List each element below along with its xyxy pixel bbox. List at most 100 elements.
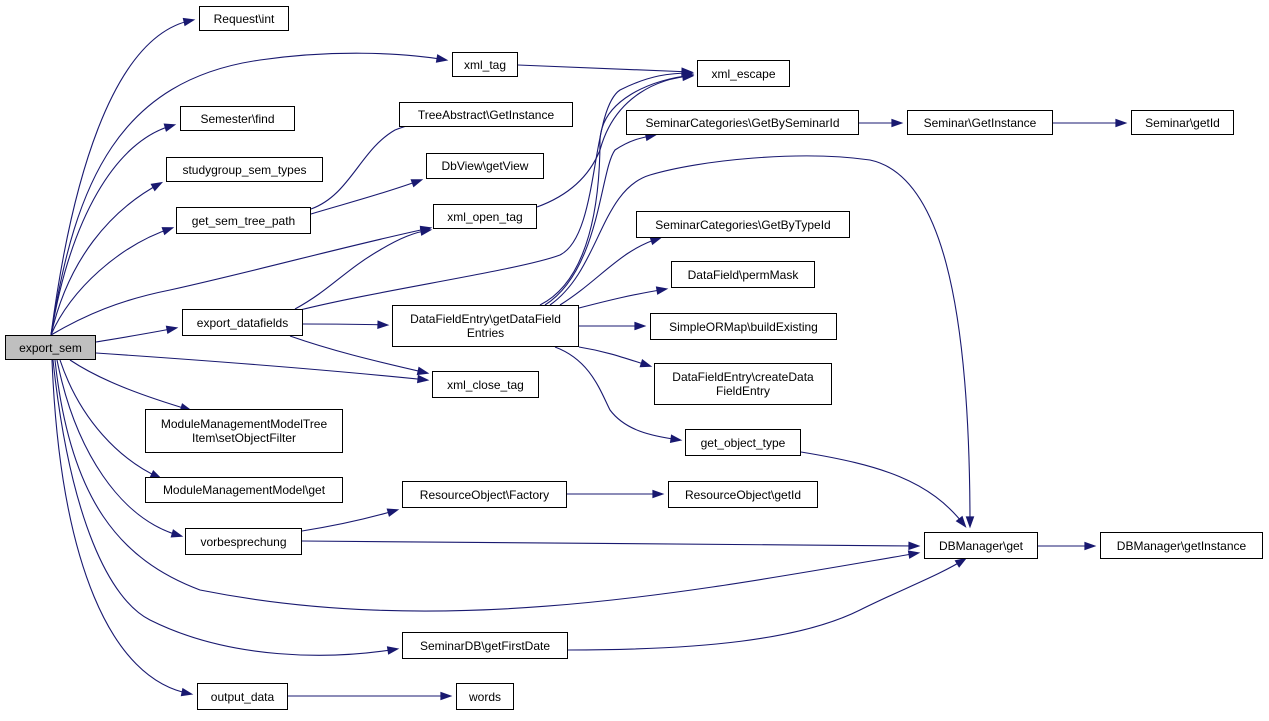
node-get-object-type[interactable]: get_object_type bbox=[685, 429, 801, 456]
edge-arrowhead bbox=[965, 516, 975, 529]
node-label: DataFieldEntry\createData bbox=[672, 370, 814, 384]
edge-vorbesprechung-to-resourceobject_factory bbox=[301, 508, 400, 532]
node-export-sem: export_sem bbox=[5, 335, 96, 360]
node-xml-escape[interactable]: xml_escape bbox=[697, 60, 790, 87]
node-module-model-get[interactable]: ModuleManagementModel\get bbox=[145, 477, 343, 503]
edge-arrowhead bbox=[182, 17, 196, 27]
edge-arrowhead bbox=[681, 72, 695, 81]
edge-arrowhead bbox=[669, 434, 683, 443]
node-dbview-getview[interactable]: DbView\getView bbox=[426, 153, 544, 179]
node-seminar-getid[interactable]: Seminar\getId bbox=[1131, 110, 1234, 135]
edge-xml_open_tag-to-xml_escape bbox=[536, 72, 695, 208]
node-studygroup-sem-types[interactable]: studygroup_sem_types bbox=[166, 157, 323, 182]
edge-resourceobject_factory-to-resourceobject_getid bbox=[567, 489, 665, 499]
edge-seminardb_getfirstdate-to-dbmanager_get bbox=[567, 557, 968, 651]
edge-arrowhead bbox=[907, 550, 921, 559]
edge-datafieldentry_getdatafieldentries-to-datafield_permmask bbox=[578, 286, 669, 309]
node-seminardb-getfirstdate[interactable]: SeminarDB\getFirstDate bbox=[402, 632, 568, 659]
node-xml-close-tag[interactable]: xml_close_tag bbox=[432, 371, 539, 398]
edge-line bbox=[549, 155, 971, 527]
node-label: Seminar\GetInstance bbox=[923, 115, 1037, 130]
edge-line bbox=[544, 134, 656, 306]
node-tree-abstract-getinstance[interactable]: TreeAbstract\GetInstance bbox=[399, 102, 573, 127]
edge-arrowhead bbox=[954, 557, 968, 568]
edge-line bbox=[517, 64, 692, 73]
node-label: FieldEntry bbox=[715, 384, 771, 398]
node-export-datafields[interactable]: export_datafields bbox=[182, 309, 303, 336]
edge-datafieldentry_getdatafieldentries-to-xml_escape bbox=[539, 72, 695, 306]
edge-arrowhead bbox=[440, 691, 453, 701]
edge-arrowhead bbox=[655, 286, 669, 295]
node-xml-tag[interactable]: xml_tag bbox=[452, 52, 518, 77]
edge-export_sem-to-module_tree_item_setobjectfilter bbox=[69, 359, 193, 412]
node-label: studygroup_sem_types bbox=[182, 162, 307, 177]
edge-export_sem-to-semester_find bbox=[50, 123, 177, 336]
edge-line bbox=[310, 179, 422, 215]
node-seminar-categories-getbytypeid[interactable]: SeminarCategories\GetByTypeId bbox=[636, 211, 850, 238]
edge-line bbox=[302, 323, 388, 326]
node-label: DBManager\get bbox=[938, 538, 1024, 553]
node-label: SimpleORMap\buildExisting bbox=[669, 319, 818, 334]
node-label: DataField\permMask bbox=[687, 267, 799, 282]
node-output-data[interactable]: output_data bbox=[197, 683, 288, 710]
node-label: xml_tag bbox=[463, 57, 507, 72]
node-label: DBManager\getInstance bbox=[1116, 538, 1247, 553]
node-label: Item\setObjectFilter bbox=[191, 431, 297, 445]
node-semester-find[interactable]: Semester\find bbox=[180, 106, 295, 131]
edge-datafieldentry_getdatafieldentries-to-get_object_type bbox=[554, 346, 683, 443]
node-label: DbView\getView bbox=[441, 159, 529, 173]
edge-line bbox=[559, 237, 661, 306]
node-seminar-categories-getbyseminarid[interactable]: SeminarCategories\GetBySeminarId bbox=[626, 110, 859, 135]
edge-line bbox=[50, 182, 162, 336]
node-simpleormap-buildexisting[interactable]: SimpleORMap\buildExisting bbox=[650, 313, 837, 340]
node-label: Request\int bbox=[213, 11, 275, 26]
node-xml-open-tag[interactable]: xml_open_tag bbox=[433, 204, 537, 229]
edge-line bbox=[578, 288, 667, 309]
edge-arrowhead bbox=[955, 515, 967, 528]
edge-line bbox=[50, 52, 447, 336]
edge-line bbox=[50, 227, 173, 336]
edge-arrowhead bbox=[180, 687, 194, 697]
edge-line bbox=[95, 352, 428, 381]
edge-export_sem-to-seminardb_getfirstdate bbox=[52, 359, 400, 656]
edge-arrowhead bbox=[410, 179, 424, 188]
edge-export_sem-to-xml_tag bbox=[50, 52, 449, 336]
node-label: Entries bbox=[466, 326, 505, 340]
edge-line bbox=[301, 509, 398, 532]
node-request-int[interactable]: Request\int bbox=[199, 6, 289, 31]
edge-dbmanager_get-to-dbmanager_getinstance bbox=[1038, 541, 1097, 551]
node-label: get_sem_tree_path bbox=[191, 213, 296, 228]
edge-datafieldentry_getdatafieldentries-to-dbmanager_get bbox=[549, 155, 975, 529]
node-dbmanager-get[interactable]: DBManager\get bbox=[924, 532, 1038, 559]
node-words[interactable]: words bbox=[456, 683, 514, 710]
edge-seminar_getinstance-to-seminar_getid bbox=[1053, 118, 1128, 128]
node-label: xml_close_tag bbox=[447, 377, 524, 392]
edge-arrowhead bbox=[1115, 118, 1128, 128]
node-resourceobject-getid[interactable]: ResourceObject\getId bbox=[668, 481, 818, 508]
node-get-sem-tree-path[interactable]: get_sem_tree_path bbox=[176, 207, 311, 234]
edge-line bbox=[51, 359, 192, 695]
edge-line bbox=[50, 124, 175, 336]
node-dbmanager-getinstance[interactable]: DBManager\getInstance bbox=[1100, 532, 1263, 559]
edge-arrowhead bbox=[649, 236, 663, 246]
edge-arrowhead bbox=[416, 366, 430, 376]
edge-datafieldentry_getdatafieldentries-to-seminar_categories_getbytypeid bbox=[559, 236, 663, 306]
node-seminar-getinstance[interactable]: Seminar\GetInstance bbox=[907, 110, 1053, 135]
edge-arrowhead bbox=[419, 227, 433, 236]
edge-export_datafields-to-xml_close_tag bbox=[289, 335, 430, 376]
node-label: vorbesprechung bbox=[200, 534, 287, 549]
edge-get_sem_tree_path-to-dbview_getview bbox=[310, 179, 424, 215]
node-vorbesprechung[interactable]: vorbesprechung bbox=[185, 528, 302, 555]
node-datafield-permmask[interactable]: DataField\permMask bbox=[671, 261, 815, 288]
edge-line bbox=[800, 451, 966, 527]
node-label: words bbox=[468, 689, 501, 704]
node-label: ModuleManagementModelTree bbox=[160, 417, 328, 431]
edge-vorbesprechung-to-dbmanager_get bbox=[301, 540, 921, 551]
node-label: output_data bbox=[210, 689, 275, 704]
node-label: xml_open_tag bbox=[447, 209, 523, 224]
edge-xml_tag-to-xml_escape bbox=[517, 64, 694, 76]
node-resourceobject-factory[interactable]: ResourceObject\Factory bbox=[402, 481, 567, 508]
